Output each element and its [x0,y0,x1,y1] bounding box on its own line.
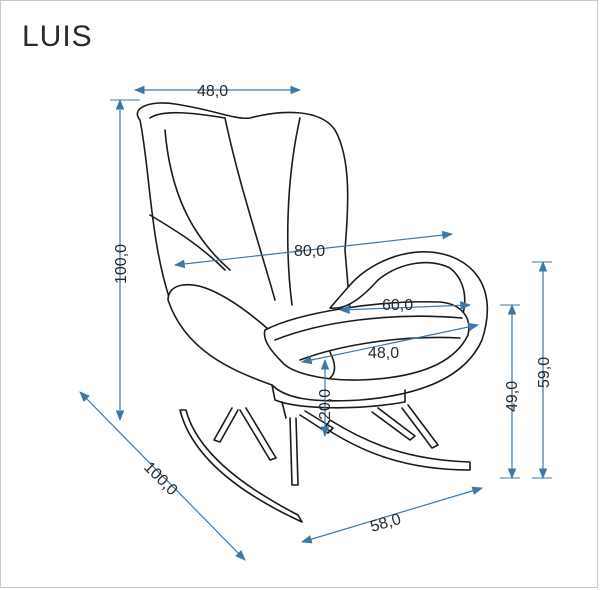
dim-armrest-height-label: 59,0 [536,357,553,388]
dim-height-label: 100,0 [113,244,130,284]
dim-seat-depth-line [300,322,480,365]
dim-armrest-width-label: 60,0 [382,297,413,314]
dim-length-label: 100,0 [140,459,180,499]
dim-armrest-height-line [532,260,552,480]
dim-seat-height-label: 49,0 [504,381,521,412]
rocker-left [179,409,303,523]
dim-seat-depth-label: 48,0 [368,345,399,362]
product-title: LUIS [22,20,93,53]
dim-back-width-label: 48,0 [197,83,228,100]
dim-leg-height-label: 20,0 [317,389,334,420]
dim-armrest-width-line [338,301,472,314]
dim-height-line [110,98,140,422]
dim-depth-line [300,486,484,544]
chair-backrest [136,102,351,341]
rocker-right [324,419,471,471]
dim-seat-width-label: 80,0 [294,243,325,260]
dim-length-line [79,391,246,561]
dim-seat-width-line [173,230,454,269]
dim-seat-height-line [500,303,520,480]
dim-depth-label: 58,0 [368,511,403,536]
